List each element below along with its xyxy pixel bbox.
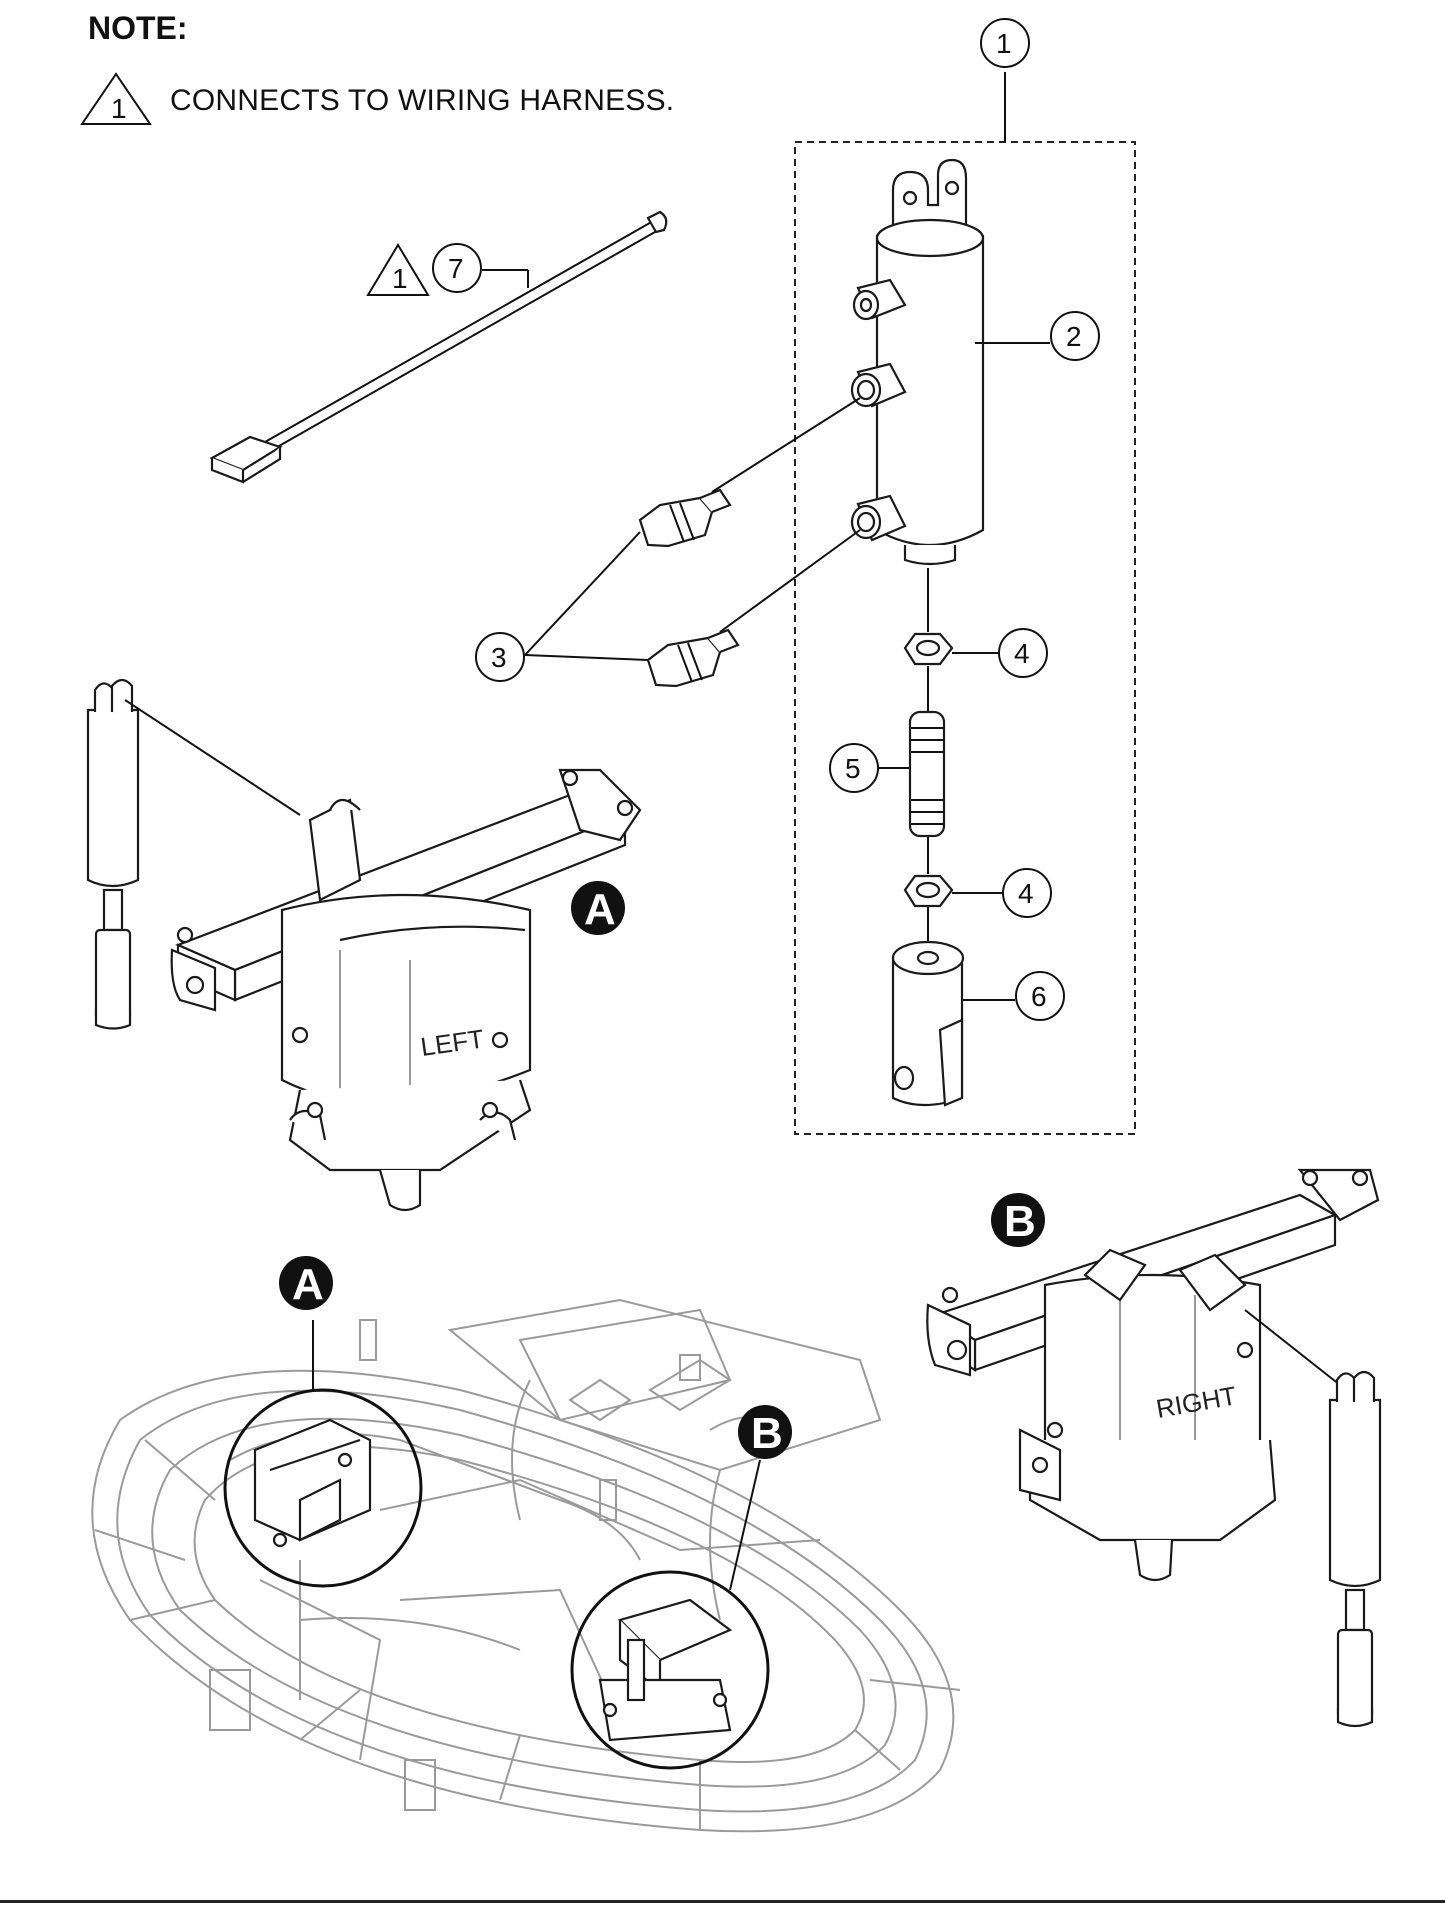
- callout-6: 6: [1015, 971, 1065, 1021]
- detail-marker-b-lower: B: [738, 1405, 792, 1459]
- svg-text:4: 4: [1014, 638, 1030, 669]
- note-triangle-icon: 1: [80, 72, 152, 125]
- callout-5: 5: [829, 743, 879, 793]
- callout-3: 3: [475, 632, 525, 682]
- clevis: [891, 940, 965, 1107]
- jam-nut-lower: [903, 874, 954, 908]
- svg-text:6: 6: [1031, 981, 1047, 1012]
- callout-1: 1: [980, 18, 1030, 68]
- callout-4-upper: 4: [998, 628, 1048, 678]
- callout-7: 7: [432, 243, 482, 293]
- right-gearbox-assembly: [926, 1168, 1382, 1728]
- note-title: NOTE:: [88, 10, 188, 46]
- svg-text:1: 1: [111, 93, 127, 124]
- hydraulic-cylinder: [850, 158, 985, 566]
- svg-text:B: B: [751, 1409, 783, 1458]
- trowel-machine-overview: [91, 1298, 961, 1833]
- detail-marker-b-upper: B: [991, 1193, 1045, 1247]
- svg-text:7: 7: [448, 253, 464, 284]
- svg-text:A: A: [292, 1260, 324, 1309]
- threaded-stud: [908, 710, 946, 838]
- note-text: CONNECTS TO WIRING HARNESS.: [170, 84, 675, 117]
- svg-text:B: B: [1004, 1197, 1036, 1246]
- bottom-rule: [0, 1900, 1445, 1903]
- detail-circle-a: [223, 1320, 423, 1588]
- svg-text:5: 5: [845, 753, 861, 784]
- callout-4-lower: 4: [1002, 868, 1052, 918]
- fitting-upper: [638, 488, 732, 548]
- svg-text:4: 4: [1018, 878, 1034, 909]
- svg-text:A: A: [584, 885, 616, 934]
- svg-text:1: 1: [996, 28, 1012, 59]
- assembly-boundary: [794, 141, 1136, 1135]
- detail-marker-a-lower: A: [279, 1256, 333, 1310]
- svg-text:3: 3: [491, 642, 507, 673]
- wire-lead: [209, 210, 668, 484]
- svg-text:1: 1: [392, 263, 408, 294]
- left-gearbox-assembly: [86, 678, 642, 1212]
- detail-marker-a-upper: A: [571, 881, 625, 935]
- jam-nut-upper: [903, 632, 954, 666]
- callout-7-flag: [366, 243, 430, 296]
- callout-2: 2: [1050, 311, 1100, 361]
- fitting-lower: [646, 628, 740, 688]
- svg-text:2: 2: [1066, 321, 1082, 352]
- detail-circle-b: [570, 1459, 770, 1770]
